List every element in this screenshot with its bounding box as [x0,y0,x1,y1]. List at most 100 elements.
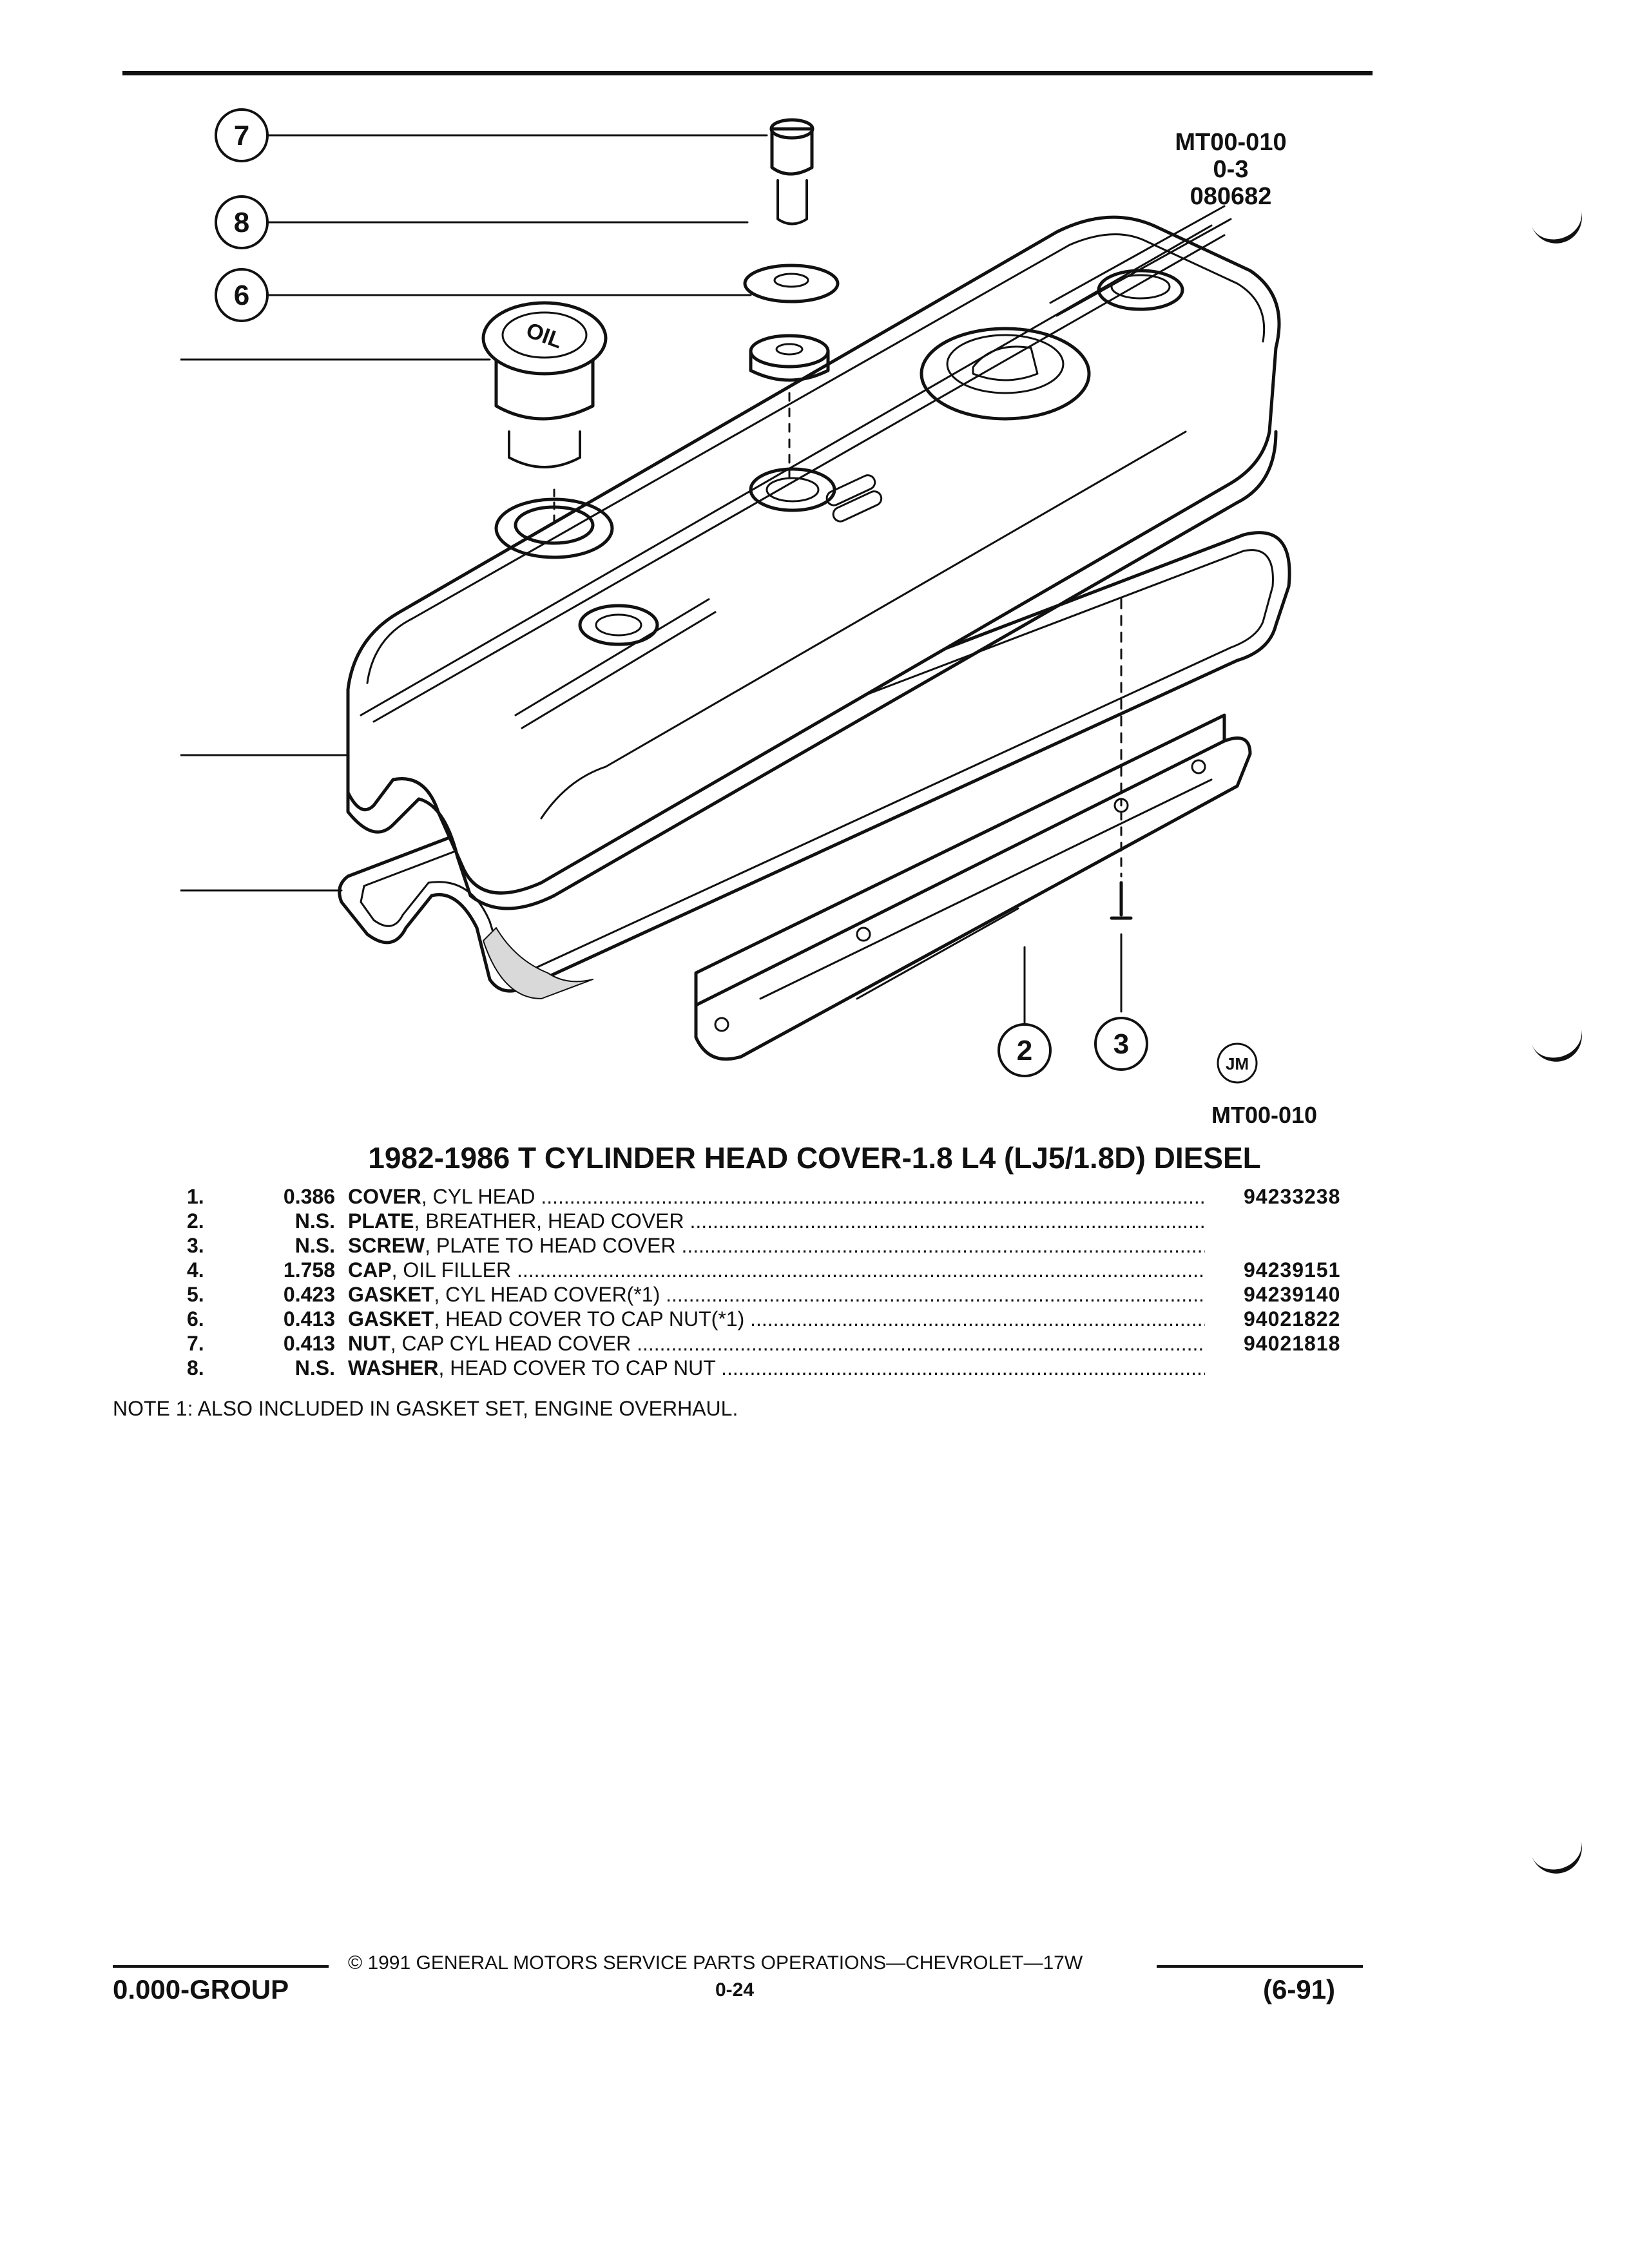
callout-8 [215,195,269,249]
footer-copyright: © 1991 GENERAL MOTORS SERVICE PARTS OPER… [348,1952,1083,1974]
leader-dots: ........................................… [750,1307,1205,1331]
item-number: 4. [187,1258,204,1282]
parts-list-row: 4. 1.758 CAP, OIL FILLER .................… [187,1258,1385,1282]
callout-7 [215,108,269,162]
item-name: SCREW [348,1234,425,1257]
code-line: 080682 [1190,183,1272,210]
footer-date: (6-91) [1263,1974,1336,2004]
part-number: 94239151 [1244,1258,1341,1282]
callout-8-label: 8 [234,207,249,238]
parts-list-row: 8. N.S. WASHER, HEAD COVER TO CAP NUT ....… [187,1356,1385,1380]
code-line: 0-3 [1213,156,1249,183]
item-detail: , CAP CYL HEAD COVER [390,1332,631,1355]
item-name: PLATE [348,1209,414,1233]
item-price: 0.413 [283,1332,335,1355]
item-price: N.S. [294,1356,335,1379]
item-description: GASKET, HEAD COVER TO CAP NUT(*1) ......… [348,1307,1205,1331]
parts-list-row: 3. N.S. SCREW, PLATE TO HEAD COVER .......… [187,1233,1385,1258]
drawing-code-block: MT00-010 0-3 080682 [1147,129,1315,210]
item-price: 0.413 [283,1307,335,1331]
item-name: CAP [348,1258,392,1282]
exploded-parts-diagram: OIL [180,108,1291,1084]
part-number: 94233238 [1244,1185,1341,1208]
footer-rule-right [1157,1965,1363,1968]
binder-mark [1530,1835,1589,1881]
item-name: GASKET [348,1283,434,1306]
item-detail: , PLATE TO HEAD COVER [425,1234,676,1257]
parts-list-row: 7. 0.413 NUT, CAP CYL HEAD COVER .........… [187,1331,1385,1356]
parts-list-row: 6. 0.413 GASKET, HEAD COVER TO CAP NUT(*1)… [187,1307,1385,1331]
plate-screw [1110,598,1133,920]
item-detail: , HEAD COVER TO CAP NUT(*1) [434,1307,745,1331]
item-number: 7. [187,1332,204,1355]
top-rule [122,71,1373,75]
leader-dots: ........................................… [666,1283,1205,1306]
item-detail: , HEAD COVER TO CAP NUT [438,1356,716,1379]
callout-6 [215,268,269,322]
callout-7-label: 7 [234,120,249,151]
parts-list-row: 5. 0.423 GASKET, CYL HEAD COVER(*1) ......… [187,1282,1385,1307]
footer-rule-left [113,1965,329,1968]
code-line: MT00-010 [1175,129,1287,156]
item-name: NUT [348,1332,390,1355]
leader-dots: ........................................… [689,1209,1205,1233]
item-detail: , BREATHER, HEAD COVER [414,1209,684,1233]
item-name: COVER [348,1185,421,1208]
binder-mark [1530,1023,1589,1069]
item-description: WASHER, HEAD COVER TO CAP NUT ..........… [348,1356,1205,1380]
oil-filler-cap: OIL [481,301,608,523]
head-cover-gasket [338,531,1291,999]
cap-nut-stack [743,118,840,485]
leader-lines [180,134,1123,1026]
breather-plate [694,713,1252,1061]
item-number: 3. [187,1234,204,1257]
item-price: N.S. [294,1209,335,1233]
footer-page-number: 0-24 [715,1979,755,2001]
item-name: GASKET [348,1307,434,1331]
leader-dots: ........................................… [637,1332,1205,1355]
part-number: 94021822 [1244,1307,1341,1331]
cylinder-head-cover [346,205,1281,910]
item-description: COVER, CYL HEAD ........................… [348,1184,1205,1209]
part-number: 94021818 [1244,1332,1341,1355]
item-description: CAP, OIL FILLER ........................… [348,1258,1205,1282]
parts-list-row: 1. 0.386 COVER, CYL HEAD .................… [187,1184,1385,1209]
item-number: 1. [187,1185,204,1208]
item-description: SCREW, PLATE TO HEAD COVER .............… [348,1233,1205,1258]
callout-3-label: 3 [1113,1028,1129,1060]
leader-dots: ........................................… [517,1258,1205,1282]
leader-dots: ........................................… [681,1234,1205,1257]
leader-dots: ........................................… [721,1356,1205,1379]
item-number: 8. [187,1356,204,1379]
jm-badge-label: JM [1226,1054,1249,1073]
page-title: 1982-1986 T CYLINDER HEAD COVER-1.8 L4 (… [368,1141,1261,1175]
jm-badge-circle [1217,1043,1258,1084]
item-detail: , CYL HEAD [421,1185,535,1208]
callout-2 [998,1023,1052,1077]
figure-code: MT00-010 [1211,1102,1318,1128]
parts-list-row: 2. N.S. PLATE, BREATHER, HEAD COVER ......… [187,1209,1385,1233]
leader-dots: ........................................… [541,1185,1205,1208]
callout-3 [1094,1017,1148,1071]
item-name: WASHER [348,1356,439,1379]
part-number: 94239140 [1244,1283,1341,1306]
callout-circles [215,108,1258,1084]
item-number: 2. [187,1209,204,1233]
binder-mark [1530,205,1589,251]
footer-group: 0.000-GROUP [113,1974,289,2004]
item-description: GASKET, CYL HEAD COVER(*1) .............… [348,1282,1205,1307]
item-detail: , CYL HEAD COVER(*1) [434,1283,660,1306]
item-price: 0.423 [283,1283,335,1306]
footnote: NOTE 1: ALSO INCLUDED IN GASKET SET, ENG… [113,1397,738,1420]
item-price: N.S. [294,1234,335,1257]
item-description: NUT, CAP CYL HEAD COVER ................… [348,1331,1205,1356]
item-number: 5. [187,1283,204,1306]
item-price: 0.386 [283,1185,335,1208]
item-description: PLATE, BREATHER, HEAD COVER ............… [348,1209,1205,1233]
callout-6-label: 6 [234,280,249,311]
item-number: 6. [187,1307,204,1331]
item-detail: , OIL FILLER [391,1258,512,1282]
parts-list: 1. 0.386 COVER, CYL HEAD .................… [187,1184,1385,1380]
item-price: 1.758 [283,1258,335,1282]
callout-2-label: 2 [1017,1035,1032,1066]
